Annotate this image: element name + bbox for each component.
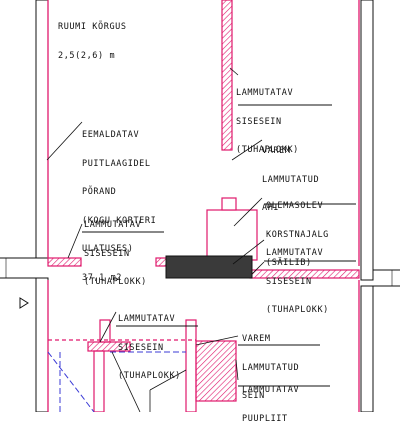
annotation-line: (TUHAPLOKK) — [236, 145, 299, 155]
annotation-line: KORSTNAJALG — [266, 229, 329, 240]
annotation-line: SISESEIN — [236, 116, 282, 127]
annotation-line: (TUHAPLOKK) — [118, 371, 181, 381]
annotation-interior-wall-left: LAMMUTATAV SISESEIN (TUHAPLOKK) — [84, 202, 147, 297]
annotation-stove-tile: LAMMUTATAV PUUPLIIT — [242, 367, 299, 434]
annotation-line: 37,1 m2 — [82, 272, 123, 283]
annotation-former-stove: VAREM LAMMUTATUD AHI — [262, 128, 319, 223]
annotation-line: SISESEIN — [84, 248, 130, 259]
room-height-label: RUUMI KÕRGUS 2,5(2,6) m — [58, 4, 127, 71]
annotation-line: VAREM — [242, 334, 271, 344]
annotation-line: ULATUSES) — [82, 244, 134, 254]
annotation-line: (TUHAPLOKK) — [266, 305, 329, 315]
wall-top-demolish — [221, 0, 233, 151]
annotation-interior-wall-right: LAMMUTATAV SISESEIN (TUHAPLOKK) — [266, 230, 329, 325]
annotation-line: SISESEIN — [266, 276, 312, 287]
annotation-line: LAMMUTATAV — [236, 88, 294, 98]
former-stove — [206, 197, 258, 261]
annotation-wooden-floor: EEMALDATAV PUITLAAGIDEL PÕRAND (KOGU KOR… — [82, 112, 156, 293]
annotation-former-wall: VAREM LAMMUTATUD SEIN — [242, 316, 299, 411]
annotation-line: LAMMUTATAV — [266, 248, 324, 258]
annotation-line: PUITLAAGIDEL — [82, 158, 151, 169]
chimney-base — [165, 255, 253, 279]
furniture-lines — [111, 351, 187, 412]
annotation-line: VAREM — [262, 146, 291, 156]
annotation-line: EEMALDATAV — [82, 130, 140, 140]
annotation-line: PUUPLIIT — [242, 413, 288, 424]
annotation-line: (TUHAPLOKK) — [84, 277, 147, 287]
room-height-title: RUUMI KÕRGUS — [58, 22, 127, 32]
floor-plan — [0, 0, 400, 412]
door-marker-icon — [19, 297, 29, 309]
annotation-interior-wall-top: LAMMUTATAV SISESEIN (TUHAPLOKK) — [236, 70, 299, 165]
demolish-walls — [47, 0, 360, 402]
annotation-line: PÕRAND — [82, 187, 117, 197]
annotation-line: AHI — [262, 203, 280, 213]
annotation-line: (SÄILIB) — [266, 258, 312, 268]
annotation-line: LAMMUTATUD — [242, 362, 300, 373]
dimension-lines — [47, 351, 186, 412]
room-outline — [47, 0, 360, 412]
annotation-line: LAMMUTATAV — [84, 220, 142, 230]
stove-tile-demolish — [195, 340, 237, 402]
wall-left-demolish — [47, 257, 82, 267]
annotation-line: LAMMUTATUD — [262, 174, 320, 185]
annotation-line: OLEMASOLEV — [266, 201, 324, 211]
former-wall — [93, 319, 197, 412]
annotation-line: LAMMUTATAV — [242, 385, 300, 395]
leader-lines — [46, 67, 265, 381]
annotation-line: (KOGU KORTERI — [82, 215, 157, 226]
room-height-value: 2,5(2,6) m — [58, 50, 116, 61]
annotation-chimney: OLEMASOLEV KORSTNAJALG (SÄILIB) — [266, 183, 329, 278]
annotation-line: SEIN — [242, 391, 265, 401]
annotation-line: SISESEIN — [118, 342, 164, 353]
annotation-interior-wall-bottom: LAMMUTATAV SISESEIN (TUHAPLOKK) — [118, 296, 181, 391]
annotation-line: LAMMUTATAV — [118, 314, 176, 324]
leader-underlines — [82, 104, 356, 387]
outer-walls — [0, 0, 400, 412]
